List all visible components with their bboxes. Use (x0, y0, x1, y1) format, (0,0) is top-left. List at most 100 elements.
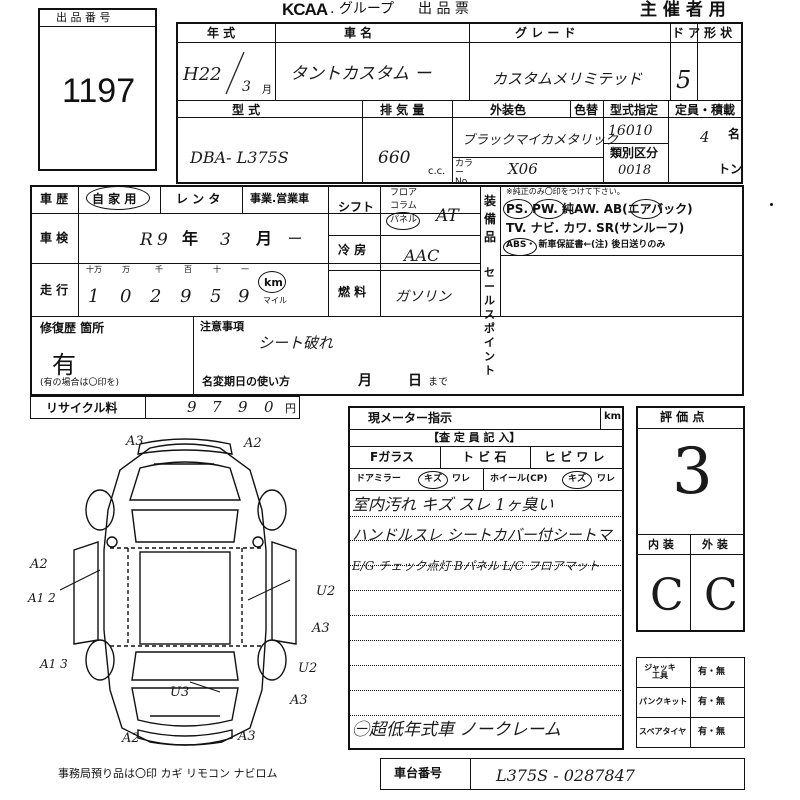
repair-value: 有 (52, 351, 76, 379)
wheel-label: ホイール(CP) (490, 474, 548, 484)
stray-dot (770, 203, 773, 206)
inspector-bottom-note: ㊀超低年式車 ノークレーム (352, 720, 561, 740)
car-trunk (131, 687, 239, 727)
group-label: . グループ (330, 1, 395, 17)
wheel-front-left (85, 489, 115, 531)
shift-label: シフト (338, 200, 375, 214)
car-windshield (131, 509, 239, 543)
damage-mark-4: A1 2 (28, 591, 56, 605)
ac-value: AAC (404, 246, 440, 265)
comment-line-3: E/G チェック点灯 Bパネル L/C フロアマット (352, 559, 600, 573)
sales-point-label: セ ー ル ス ポ イ ン ト (484, 266, 495, 377)
meter-label: 現メーター指示 (368, 411, 453, 425)
crack-label: ヒ ビ ワ レ (544, 450, 605, 464)
mileage-digit-3: 2 (150, 286, 162, 307)
damage-mark-10: U3 (170, 685, 190, 700)
damage-mark-7: A3 (312, 621, 330, 636)
wheel-rear-right (257, 639, 287, 681)
rating-label: 評 価 点 (660, 410, 705, 424)
exterior-label: 外 装 (702, 538, 728, 551)
mile-unit: マイル (263, 296, 287, 305)
tool-puncture-value[interactable]: 有・無 (698, 697, 726, 707)
lot-number-label: 出 品 番 号 (56, 11, 111, 24)
doors-label: ド ア (672, 26, 701, 40)
tool-spare-value[interactable]: 有・無 (698, 727, 726, 737)
mileage-unit-10: 十 (213, 265, 221, 274)
wheel-rear-left (85, 639, 115, 681)
name-change-until: まで (428, 377, 448, 388)
model-spec-value: 16010 (608, 123, 653, 139)
exterior-color-label: 外装色 (490, 103, 527, 117)
damage-mark-12: A3 (238, 729, 256, 744)
left-side-panel (73, 541, 99, 645)
mileage-unit-1k: 千 (155, 265, 163, 274)
class-label: 類別区分 (610, 146, 659, 160)
equipment-label: 装 備 品 (484, 194, 497, 244)
history-block (30, 185, 744, 396)
recycle-digit-2: 7 (212, 398, 222, 416)
recycle-label: リサイクル料 (46, 401, 118, 415)
name-label: 車 名 (344, 26, 373, 40)
notes-label: 注意事項 (200, 320, 244, 333)
recycle-digit-1: 9 (187, 398, 197, 416)
model-spec-label: 型式指定 (610, 103, 659, 117)
car-body-outline (103, 443, 267, 746)
repair-note: (有の場合は〇印を) (40, 378, 120, 388)
front-bumper (137, 438, 233, 455)
damage-mark-11: A2 (122, 731, 140, 746)
damage-mark-5: A1 3 (40, 657, 68, 671)
mileage-unit-1: 一 (241, 265, 249, 274)
comment-line-2: ハンドルスレ シートカバー付シートマ (352, 526, 612, 544)
shift-column[interactable]: コラム (390, 201, 417, 211)
damage-mark-8: U2 (298, 661, 318, 676)
equipment-line2: TV. ナビ. カワ. SR(サンルーフ) (506, 221, 685, 235)
chip-label: ト ビ 石 (462, 450, 507, 464)
brand-logo: KCAA (282, 0, 328, 19)
office-note: 事務局預り品は〇印 カギ リモコン ナビロム (58, 767, 278, 780)
year-month-value: 3 (242, 79, 251, 95)
name-change-day: 日 (408, 373, 422, 389)
rating-block (636, 406, 745, 632)
wheel-scratch-circle (562, 471, 592, 489)
ac-label: 冷 房 (338, 243, 367, 257)
year-slash (225, 51, 245, 95)
equipment-line3: ABS・ 新車保証書←(注) 後日送りのみ (506, 240, 666, 250)
mileage-digit-1: 1 (88, 286, 100, 307)
abs-circle (503, 238, 537, 256)
history-business[interactable]: 事業.営業車 (250, 192, 310, 205)
damage-mark-2: A2 (244, 436, 262, 451)
mileage-digit-6: 9 (238, 286, 250, 307)
recycle-digit-3: 9 (238, 398, 248, 416)
chassis-value: L375S - 0287847 (496, 766, 635, 785)
inspection-era: R (140, 230, 153, 250)
rear-bumper (137, 729, 233, 746)
inspection-label: 車 検 (40, 231, 69, 245)
damage-mark-1: A3 (126, 434, 144, 449)
vehicle-info-block (176, 22, 743, 184)
mileage-label: 走 行 (40, 283, 69, 297)
mileage-unit-100: 百 (184, 265, 192, 274)
tool-jack-value[interactable]: 有・無 (698, 667, 726, 677)
mileage-digit-5: 5 (210, 286, 222, 307)
pw-circle (533, 199, 565, 219)
rating-score: 3 (672, 435, 713, 509)
interior-grade: C (650, 570, 684, 621)
comment-line-1: 室内汚れ キズ スレ 1ヶ臭い (352, 495, 554, 514)
car-name-value: タントカスタム ー (290, 64, 432, 84)
inspection-year: 9 (157, 230, 168, 250)
history-rental[interactable]: レ ン タ (176, 192, 221, 206)
mileage-unit-100k: 十万 (86, 265, 102, 274)
mileage-digit-2: 0 (120, 286, 132, 307)
capacity-value: 4 (700, 128, 710, 146)
wheel-crack: ワレ (597, 474, 616, 484)
mirror-scratch-circle (418, 471, 448, 489)
year-month-unit: 月 (262, 85, 272, 96)
tool-spare-label: スペアタイヤ (639, 727, 687, 736)
shift-value: AT (436, 206, 459, 226)
shift-floor[interactable]: フロア (390, 188, 418, 198)
grade-label: グ レ ー ド (515, 26, 576, 40)
fuel-label: 燃 料 (338, 285, 367, 299)
car-hood (129, 461, 241, 501)
inspection-year-unit: 年 (182, 229, 199, 248)
displacement-value: 660 (378, 148, 411, 168)
